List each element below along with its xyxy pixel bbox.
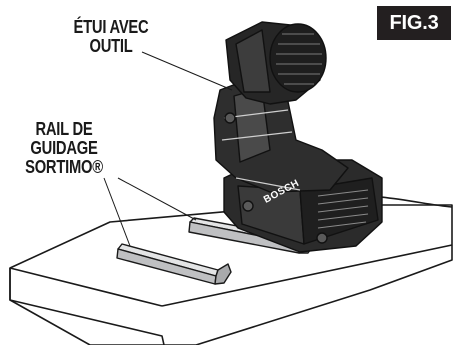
label-guide-rail: RAIL DE GUIDAGE SORTIMO® — [13, 120, 115, 177]
tool-case — [213, 21, 383, 253]
case-leader-line — [141, 51, 233, 91]
board-right-edge — [161, 244, 453, 307]
board-top-edge-line — [9, 267, 163, 307]
rail-leader-line-back — [117, 177, 197, 221]
label-tool-case: ÉTUI AVEC OUTIL — [63, 18, 160, 56]
label-tool-case-line2: OUTIL — [89, 36, 133, 56]
rail-leader-line-front — [103, 177, 131, 247]
power-cord — [379, 196, 453, 208]
label-tool-case-line1: ÉTUI AVEC — [73, 17, 149, 37]
label-guide-rail-line3: SORTIMO® — [25, 157, 103, 177]
label-guide-rail-line1: RAIL DE — [35, 119, 93, 139]
label-guide-rail-line2: GUIDAGE — [30, 138, 98, 158]
guide-rail-front — [116, 243, 232, 285]
board-front-edge — [9, 268, 165, 345]
tool-motor — [269, 23, 327, 93]
figure-number-badge: FIG.3 — [377, 6, 451, 40]
